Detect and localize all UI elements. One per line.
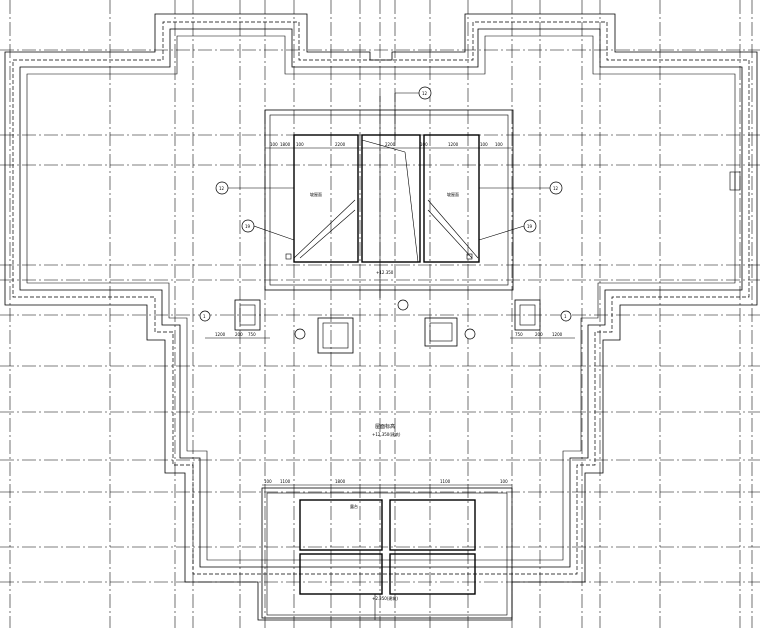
dim-top-8: 100	[480, 142, 488, 147]
callout-mid-right-text: 1	[564, 314, 567, 319]
center-roof-elev: +12.350(建筑)	[372, 431, 401, 437]
callout-left-a-text: 12	[219, 186, 225, 191]
level-bottom-label: +2.350(建筑)	[372, 595, 398, 601]
room-label-upper-right: 坡屋面	[447, 191, 459, 197]
dim-mid-right-3: 1200	[552, 332, 563, 337]
callout-top-text: 12	[422, 91, 428, 96]
dim-mid-left-3: 750	[248, 332, 256, 337]
center-roof-label: 屋面标高	[375, 423, 395, 430]
dim-mid-right-2: 200	[535, 332, 543, 337]
dim-top-2: 1800	[280, 142, 291, 147]
room-label-upper-left: 坡屋面	[310, 191, 322, 197]
mid-shafts: 1200 200 750 750 200 1200	[205, 299, 575, 354]
level-mid-label: +12.350	[376, 270, 394, 275]
lower-label-1: 露台	[350, 503, 358, 509]
lower-block: 100 1100 1800 1100 100 露台 +2.350(建筑)	[261, 479, 513, 620]
dim-bottom-3: 1800	[335, 479, 346, 484]
callout-mid-right	[560, 310, 572, 322]
dim-top-4: 2200	[335, 142, 346, 147]
dim-top-7: 1200	[448, 142, 459, 147]
building-outline	[4, 13, 758, 621]
upper-block: 100 1800 100 2200 2200 100 1200 100 100 …	[264, 96, 514, 298]
dim-top-3: 100	[296, 142, 304, 147]
dim-top-1: 100	[270, 142, 278, 147]
dim-top-6: 100	[420, 142, 428, 147]
callout-mid-left	[199, 310, 211, 322]
callout-right-a-text: 12	[553, 186, 559, 191]
dim-bottom-5: 100	[500, 479, 508, 484]
dim-mid-right-1: 750	[515, 332, 523, 337]
dim-mid-left-1: 1200	[215, 332, 226, 337]
callout-right-b-text: 19	[527, 224, 533, 229]
dim-bottom-1: 100	[264, 479, 272, 484]
dim-bottom-4: 1100	[440, 479, 451, 484]
callout-left-b-text: 19	[245, 224, 251, 229]
dim-mid-left-2: 200	[235, 332, 243, 337]
dim-top-9: 100	[495, 142, 503, 147]
callouts: 12 12 19 12 19 1 1	[199, 86, 572, 340]
dim-top-5: 2200	[385, 142, 396, 147]
callout-mid-left-text: 1	[203, 314, 206, 319]
dim-bottom-2: 1100	[280, 479, 291, 484]
